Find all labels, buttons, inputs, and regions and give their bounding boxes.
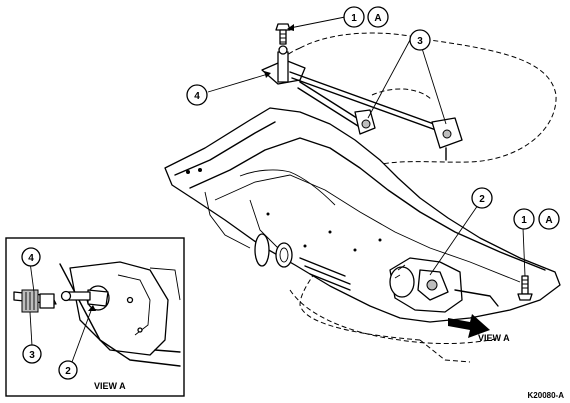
wiper-motor [389,257,499,313]
figure-id: K20080-A [528,391,565,400]
callout-3-inset: 3 [22,344,42,364]
callout-3-top: 3 [409,29,431,51]
callout-a-top: A [367,6,389,28]
leader-lines [207,16,526,277]
callout-4-top-text: 4 [194,91,200,102]
callout-a-right: A [538,208,560,230]
callout-4-top: 4 [186,84,208,106]
callout-a-right-text: A [545,215,552,226]
callout-2-inset: 2 [58,360,78,380]
cowl-panel [164,107,561,323]
cowl-grommets [254,233,293,268]
callout-2-main: 2 [471,187,493,209]
callout-1-top: 1 [343,6,365,28]
callout-4-inset: 4 [21,247,41,267]
bolt-top [275,23,291,45]
callout-3-inset-text: 3 [29,350,35,361]
view-a-inset-label: VIEW A [94,381,126,391]
view-a-arrow [448,314,490,338]
callout-2-main-text: 2 [479,194,485,205]
callout-4-inset-text: 4 [28,253,34,264]
wiper-linkage-assembly [261,45,463,161]
view-a-main-label: VIEW A [478,333,510,343]
callout-1-right: 1 [513,208,535,230]
callout-1-top-text: 1 [351,13,357,24]
callout-a-top-text: A [374,13,381,24]
callout-1-right-text: 1 [521,215,527,226]
callout-3-top-text: 3 [417,36,423,47]
motor-dashed-outline [289,289,501,363]
callout-2-inset-text: 2 [65,366,71,377]
